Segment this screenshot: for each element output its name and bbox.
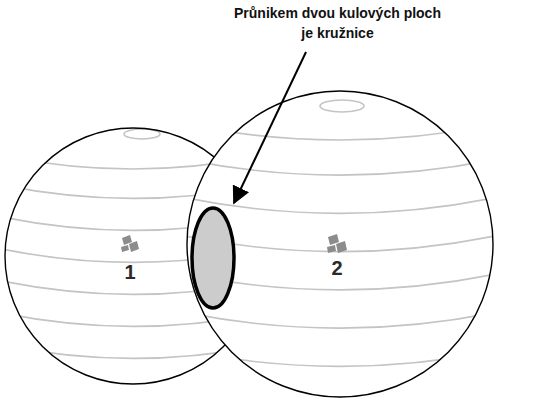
satellite-icon xyxy=(121,235,139,252)
latitude-line xyxy=(187,160,493,175)
sphere-node: 2 xyxy=(187,91,493,397)
sphere-number: 2 xyxy=(331,257,342,280)
sphere-two xyxy=(187,91,493,397)
callout-text: Průnikem dvou kulových ploch je kružnice xyxy=(230,4,445,43)
sphere-node: 1 xyxy=(5,128,261,384)
latitude-line xyxy=(187,313,493,328)
leader-arrow xyxy=(234,52,306,203)
intersection-circle xyxy=(192,208,234,308)
satellite-icon xyxy=(327,234,347,253)
latitude-line xyxy=(187,125,493,140)
latitude-line xyxy=(187,198,493,213)
sphere-number: 1 xyxy=(124,261,135,284)
